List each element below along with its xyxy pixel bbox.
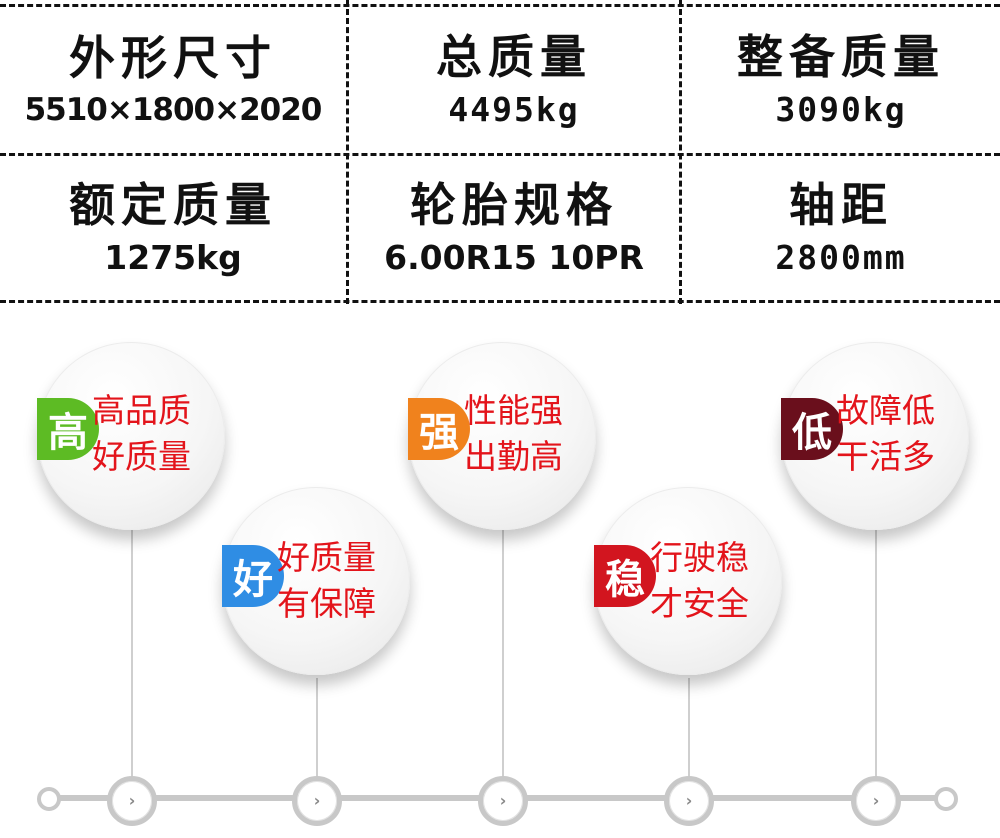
timeline-node[interactable]: › — [664, 776, 714, 826]
feature-line: 好质量 — [92, 436, 191, 476]
feature-text: 故障低 干活多 — [836, 388, 935, 479]
table-divider-top — [0, 4, 1000, 7]
spec-value: 4495kg — [448, 89, 580, 129]
feature-timeline: › › › › › 高 高品质 好质量 好 好质量 有保障 强 性能强 出勤高 … — [0, 305, 1000, 838]
feature-line: 行驶稳 — [650, 538, 749, 577]
spec-overall-dimensions: 外形尺寸 5510×1800×2020 — [0, 8, 346, 153]
feature-line: 才安全 — [650, 583, 749, 623]
feature-text: 行驶稳 才安全 — [650, 535, 749, 626]
feature-badge: 低 — [781, 398, 843, 460]
spec-wheelbase: 轴距 2800mm — [682, 157, 1000, 300]
rail-end-dot — [934, 787, 958, 811]
feature-badge: 强 — [408, 398, 470, 460]
table-divider-col1 — [346, 0, 349, 304]
spec-table: 外形尺寸 5510×1800×2020 总质量 4495kg 整备质量 3090… — [0, 0, 1000, 305]
feature-line: 好质量 — [277, 538, 376, 577]
spec-label: 总质量 — [436, 30, 592, 85]
table-divider-bottom — [0, 300, 1000, 303]
timeline-node[interactable]: › — [478, 776, 528, 826]
spec-value: 1275kg — [104, 237, 242, 277]
timeline-stem — [502, 530, 504, 782]
feature-badge: 好 — [222, 545, 284, 607]
feature-line: 故障低 — [836, 391, 935, 430]
chevron-right-icon: › — [499, 791, 507, 810]
feature-text: 好质量 有保障 — [277, 535, 376, 626]
spec-label: 轮胎规格 — [410, 178, 618, 233]
spec-value: 5510×1800×2020 — [24, 91, 323, 128]
feature-text: 高品质 好质量 — [92, 388, 191, 479]
chevron-right-icon: › — [685, 791, 693, 810]
spec-value: 6.00R15 10PR — [384, 237, 644, 277]
chevron-right-icon: › — [313, 791, 321, 810]
spec-gross-mass: 总质量 4495kg — [349, 8, 679, 153]
feature-text: 性能强 出勤高 — [464, 388, 563, 479]
spec-tire: 轮胎规格 6.00R15 10PR — [349, 157, 679, 300]
spec-label: 外形尺寸 — [69, 31, 277, 86]
rail-start-dot — [37, 787, 61, 811]
chevron-right-icon: › — [128, 791, 136, 810]
timeline-stem — [688, 678, 690, 782]
timeline-stem — [316, 678, 318, 782]
chevron-right-icon: › — [872, 791, 880, 810]
feature-line: 干活多 — [836, 436, 935, 476]
feature-line: 性能强 — [464, 391, 563, 430]
spec-label: 额定质量 — [69, 178, 277, 233]
table-divider-middle — [0, 153, 1000, 156]
feature-line: 出勤高 — [464, 436, 563, 476]
feature-line: 高品质 — [92, 391, 191, 430]
timeline-node[interactable]: › — [292, 776, 342, 826]
timeline-stem — [875, 530, 877, 782]
spec-label: 轴距 — [789, 178, 893, 233]
feature-line: 有保障 — [277, 583, 376, 623]
spec-value: 2800mm — [775, 237, 907, 277]
feature-badge: 稳 — [594, 545, 656, 607]
timeline-node[interactable]: › — [107, 776, 157, 826]
timeline-node[interactable]: › — [851, 776, 901, 826]
feature-badge: 高 — [37, 398, 99, 460]
spec-value: 3090kg — [775, 89, 907, 129]
spec-curb-mass: 整备质量 3090kg — [682, 8, 1000, 153]
spec-label: 整备质量 — [737, 30, 945, 85]
table-divider-col2 — [679, 0, 682, 304]
spec-rated-load: 额定质量 1275kg — [0, 157, 346, 300]
timeline-stem — [131, 530, 133, 782]
